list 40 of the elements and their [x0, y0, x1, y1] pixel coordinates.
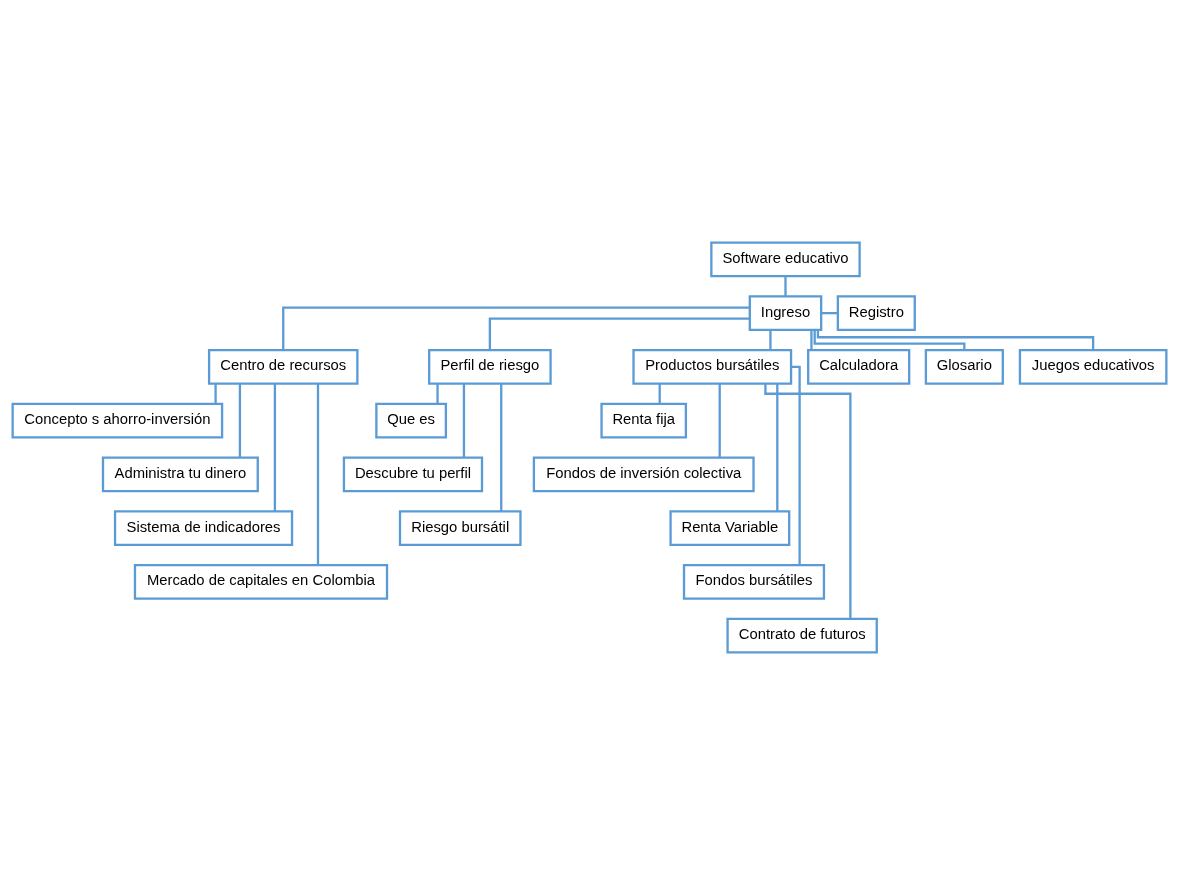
connector [282, 306, 750, 351]
node-box: Riesgo bursátil [398, 510, 522, 546]
connector [776, 383, 779, 512]
node-box: Administra tu dinero [101, 456, 259, 493]
node-box: Productos bursátiles [632, 349, 793, 385]
node-box: Perfil de riesgo [428, 349, 552, 385]
node-box: Ingreso [748, 295, 823, 331]
connector [658, 383, 661, 404]
connector [769, 329, 772, 350]
node-box: Software educativo [710, 241, 861, 278]
node-box: Concepto s ahorro-inversión [11, 402, 224, 439]
node-box: Descubre tu perfil [342, 456, 484, 493]
connector [238, 383, 242, 458]
connector [813, 329, 966, 351]
connector [500, 383, 503, 512]
node-box: Contrato de futuros [726, 617, 878, 654]
node-box: Renta fija [600, 402, 688, 439]
connector [488, 317, 750, 350]
node-box: Calculadora [807, 349, 911, 385]
connector [784, 276, 787, 297]
node-box: Mercado de capitales en Colombia [133, 564, 389, 600]
connector [273, 383, 277, 512]
connector [436, 383, 439, 404]
connector [214, 383, 217, 404]
node-box: Centro de recursos [207, 349, 359, 385]
connector [816, 329, 1095, 350]
node-box: Registro [836, 295, 916, 331]
node-box: Fondos de inversión colectiva [532, 456, 755, 493]
connector [462, 383, 466, 458]
connector [718, 383, 721, 458]
node-box: Fondos bursátiles [682, 564, 826, 600]
node-box: Glosario [924, 349, 1004, 385]
connector [316, 383, 320, 566]
node-box: Que es [375, 402, 448, 439]
node-box: Sistema de indicadores [113, 510, 294, 546]
connector [810, 329, 813, 350]
connector [764, 383, 852, 619]
connector [791, 365, 801, 565]
node-box: Juegos educativos [1018, 349, 1168, 385]
node-box: Renta Variable [669, 510, 791, 546]
